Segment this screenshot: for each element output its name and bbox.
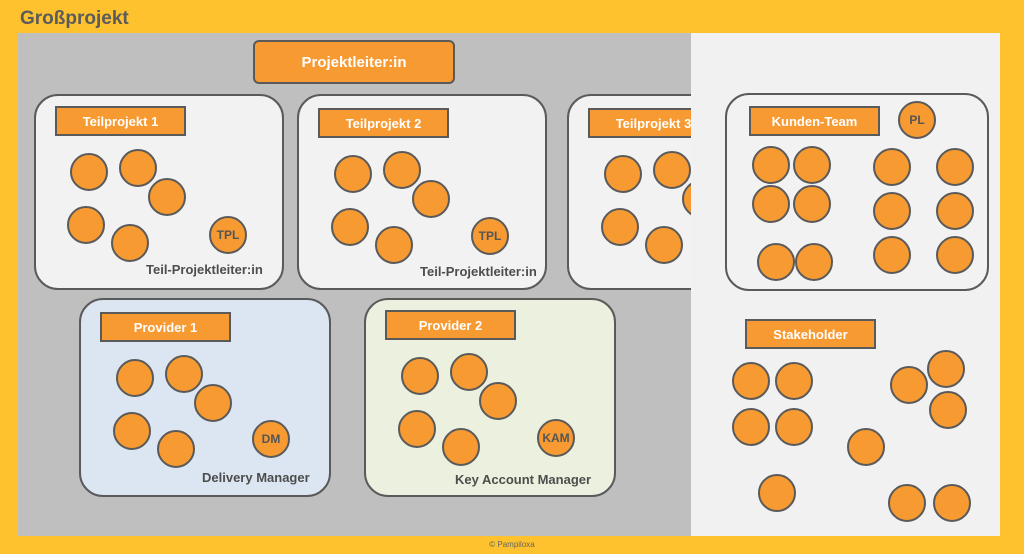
team-member bbox=[936, 236, 974, 274]
stakeholder bbox=[732, 408, 770, 446]
team-member bbox=[936, 148, 974, 186]
stakeholder bbox=[888, 484, 926, 522]
provider-1-label: Provider 1 bbox=[100, 312, 231, 342]
team-member bbox=[383, 151, 421, 189]
stakeholder bbox=[890, 366, 928, 404]
copyright-footer: © Pampiloxa bbox=[489, 540, 535, 549]
project-lead-box: Projektleiter:in bbox=[253, 40, 455, 84]
team-member bbox=[601, 208, 639, 246]
team-member bbox=[111, 224, 149, 262]
team-member bbox=[793, 146, 831, 184]
subproject-2-label: Teilprojekt 2 bbox=[318, 108, 449, 138]
tpl-caption: Teil-Projektleiter:in bbox=[146, 262, 263, 277]
dm-badge: DM bbox=[252, 420, 290, 458]
stakeholder bbox=[927, 350, 965, 388]
dm-caption: Delivery Manager bbox=[202, 470, 310, 485]
team-member bbox=[873, 236, 911, 274]
stakeholder bbox=[775, 362, 813, 400]
stakeholder bbox=[775, 408, 813, 446]
pl-badge: PL bbox=[898, 101, 936, 139]
provider-1-group: Provider 1 DM Delivery Manager bbox=[79, 298, 331, 497]
stakeholder bbox=[933, 484, 971, 522]
team-member bbox=[757, 243, 795, 281]
subproject-1-group: Teilprojekt 1 TPL Teil-Projektleiter:in bbox=[34, 94, 284, 290]
team-member bbox=[442, 428, 480, 466]
team-member bbox=[119, 149, 157, 187]
team-member bbox=[873, 192, 911, 230]
team-member bbox=[375, 226, 413, 264]
team-member bbox=[604, 155, 642, 193]
team-member bbox=[752, 146, 790, 184]
customer-team-group: Kunden-Team PL bbox=[725, 93, 989, 291]
team-member bbox=[752, 185, 790, 223]
team-member bbox=[70, 153, 108, 191]
team-member bbox=[653, 151, 691, 189]
tpl-badge: TPL bbox=[209, 216, 247, 254]
provider-2-group: Provider 2 KAM Key Account Manager bbox=[364, 298, 616, 497]
team-member bbox=[165, 355, 203, 393]
project-area: Projektleiter:in Teilprojekt 1 TPL Teil-… bbox=[18, 33, 691, 536]
subproject-1-label: Teilprojekt 1 bbox=[55, 106, 186, 136]
page-title: Großprojekt bbox=[20, 8, 129, 29]
team-member bbox=[113, 412, 151, 450]
subproject-2-group: Teilprojekt 2 TPL Teil-Projektleiter:in bbox=[297, 94, 547, 290]
provider-2-label: Provider 2 bbox=[385, 310, 516, 340]
team-member bbox=[148, 178, 186, 216]
tpl-caption: Teil-Projektleiter:in bbox=[420, 264, 537, 279]
tpl-badge: TPL bbox=[471, 217, 509, 255]
subproject-3-group: Teilprojekt 3 bbox=[567, 94, 691, 290]
team-member bbox=[412, 180, 450, 218]
team-member bbox=[194, 384, 232, 422]
team-member bbox=[401, 357, 439, 395]
team-member bbox=[682, 180, 691, 218]
stakeholder-label: Stakeholder bbox=[745, 319, 876, 349]
stakeholder bbox=[758, 474, 796, 512]
subproject-3-label: Teilprojekt 3 bbox=[588, 108, 691, 138]
team-member bbox=[116, 359, 154, 397]
kam-caption: Key Account Manager bbox=[455, 472, 592, 487]
kam-badge: KAM bbox=[537, 419, 575, 457]
team-member bbox=[479, 382, 517, 420]
team-member bbox=[645, 226, 683, 264]
team-member bbox=[795, 243, 833, 281]
team-member bbox=[157, 430, 195, 468]
stakeholder bbox=[929, 391, 967, 429]
team-member bbox=[67, 206, 105, 244]
team-member bbox=[331, 208, 369, 246]
team-member bbox=[873, 148, 911, 186]
customer-area: Kunden-Team PL Stakeholder bbox=[691, 33, 1000, 536]
team-member bbox=[450, 353, 488, 391]
team-member bbox=[334, 155, 372, 193]
team-member bbox=[936, 192, 974, 230]
stakeholder bbox=[732, 362, 770, 400]
stakeholder bbox=[847, 428, 885, 466]
team-member bbox=[398, 410, 436, 448]
team-member bbox=[793, 185, 831, 223]
customer-team-label: Kunden-Team bbox=[749, 106, 880, 136]
